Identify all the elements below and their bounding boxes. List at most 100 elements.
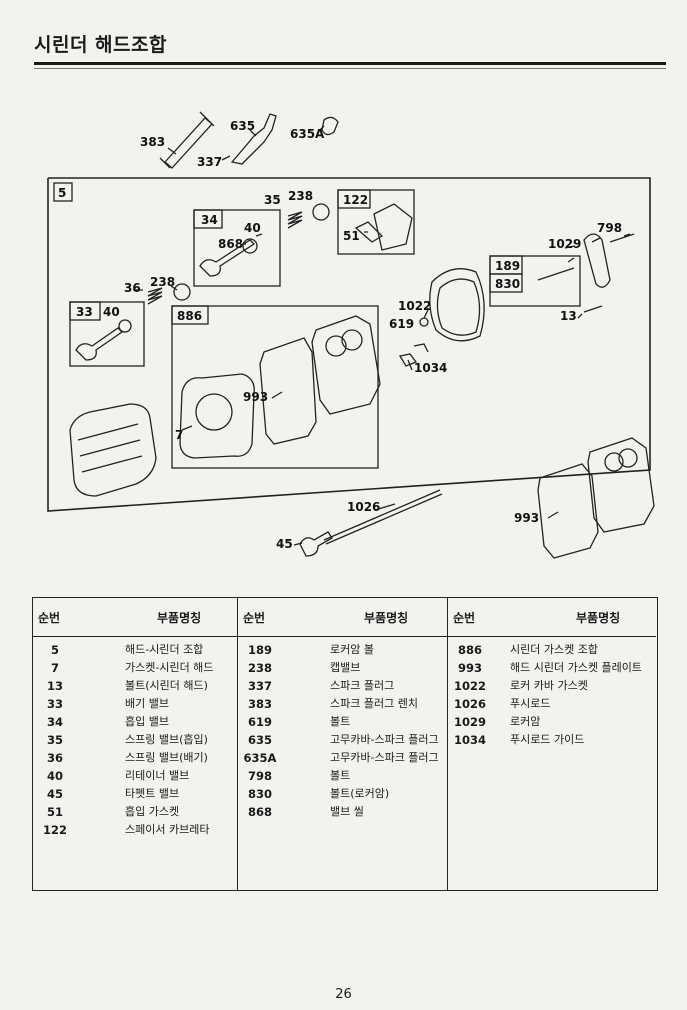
callout-189: 189 bbox=[495, 259, 520, 273]
callout-993b: 993 bbox=[514, 511, 539, 525]
callout-1026: 1026 bbox=[347, 500, 380, 514]
part-number: 635 bbox=[247, 733, 272, 747]
part-number: 868 bbox=[247, 805, 272, 819]
part-name: 흡입 가스켓 bbox=[125, 805, 180, 818]
table-row: 798 볼트 bbox=[238, 767, 447, 785]
part-number: 830 bbox=[247, 787, 272, 801]
page-number: 26 bbox=[335, 987, 352, 1002]
title-rule bbox=[34, 62, 666, 65]
callout-798: 798 bbox=[597, 221, 622, 235]
part-name: 볼트(시린더 해드) bbox=[125, 679, 208, 692]
part-name: 볼트 bbox=[330, 769, 351, 782]
rocker-cover-gasket-drawing bbox=[429, 268, 485, 342]
part-name: 해드-시린더 조합 bbox=[125, 643, 204, 656]
part-name: 스파크 플러그 bbox=[330, 679, 395, 692]
header-name: 부품명칭 bbox=[364, 611, 409, 625]
part-name: 스파크 플러그 렌치 bbox=[330, 697, 418, 710]
callout-13: 13 bbox=[560, 309, 577, 323]
part-name: 고무카바-스파크 플러그 bbox=[330, 751, 439, 764]
part-number: 45 bbox=[46, 787, 63, 801]
callout-34: 34 bbox=[201, 213, 218, 227]
part-number: 1026 bbox=[453, 697, 486, 711]
box-33 bbox=[69, 301, 145, 367]
rocker-arm-drawing bbox=[583, 233, 611, 288]
part-name: 스페이서 카브레타 bbox=[125, 823, 210, 836]
part-number: 33 bbox=[46, 697, 63, 711]
table-row: 122 스페이서 카브레타 bbox=[33, 821, 237, 839]
part-name: 볼트 bbox=[330, 715, 351, 728]
rubber-cover-drawing bbox=[321, 116, 339, 136]
part-number: 619 bbox=[247, 715, 272, 729]
table-header: 순번 부품명칭 bbox=[33, 598, 237, 636]
part-number: 122 bbox=[42, 823, 67, 837]
callout-122: 122 bbox=[343, 193, 368, 207]
part-number: 40 bbox=[46, 769, 63, 783]
callout-868: 868 bbox=[218, 237, 243, 251]
table-header: 순번 부품명칭 bbox=[448, 598, 657, 636]
callout-635A: 635A bbox=[290, 127, 325, 141]
callout-1022: 1022 bbox=[398, 299, 431, 313]
callout-35: 35 bbox=[264, 193, 281, 207]
callout-5: 5 bbox=[58, 186, 66, 200]
callout-1029: 1029 bbox=[548, 237, 581, 251]
table-row: 619 볼트 bbox=[238, 713, 447, 731]
part-number: 36 bbox=[46, 751, 63, 765]
spark-plug-wrench-drawing bbox=[159, 111, 215, 169]
callout-830: 830 bbox=[495, 277, 520, 291]
assembly-outline bbox=[47, 177, 651, 512]
part-number: 5 bbox=[50, 643, 59, 657]
spring-36-drawing bbox=[147, 287, 163, 305]
header-number: 순번 bbox=[38, 611, 61, 625]
part-number: 886 bbox=[457, 643, 482, 657]
header-number: 순번 bbox=[243, 611, 266, 625]
part-name: 밸브 씰 bbox=[330, 805, 364, 818]
table-row: 337 스파크 플러그 bbox=[238, 677, 447, 695]
part-name: 볼트(로커암) bbox=[330, 787, 390, 800]
tappet-drawing bbox=[299, 531, 333, 557]
part-name: 로커 카바 가스켓 bbox=[510, 679, 588, 692]
title-rule-thin bbox=[34, 68, 666, 69]
part-name: 해드 시린더 가스켓 플레이트 bbox=[510, 661, 642, 674]
header-underline bbox=[238, 636, 447, 637]
part-name: 캡밸브 bbox=[330, 661, 361, 674]
part-number: 383 bbox=[247, 697, 272, 711]
callout-238a: 238 bbox=[288, 189, 313, 203]
cylinder-head-drawing bbox=[69, 403, 157, 497]
column-divider bbox=[237, 598, 238, 890]
callout-635: 635 bbox=[230, 119, 255, 133]
exhaust-valve-drawing bbox=[75, 327, 124, 361]
part-name: 로커암 bbox=[510, 715, 541, 728]
callout-993a: 993 bbox=[243, 390, 268, 404]
part-number: 1022 bbox=[453, 679, 486, 693]
callout-33: 33 bbox=[76, 305, 93, 319]
callout-36: 36 bbox=[124, 281, 141, 295]
part-name: 가스켓-시린더 해드 bbox=[125, 661, 214, 674]
part-number: 635A bbox=[243, 751, 277, 765]
gasket-plate-drawing bbox=[311, 315, 381, 415]
part-number: 189 bbox=[247, 643, 272, 657]
table-row: 1022 로커 카바 가스켓 bbox=[448, 677, 657, 695]
plate-993a-drawing bbox=[259, 337, 317, 445]
callout-383: 383 bbox=[140, 135, 165, 149]
header-underline bbox=[33, 636, 237, 637]
part-number: 337 bbox=[247, 679, 272, 693]
callout-1034: 1034 bbox=[414, 361, 447, 375]
pushrod-drawing bbox=[323, 489, 443, 545]
part-number: 1034 bbox=[453, 733, 486, 747]
part-number: 798 bbox=[247, 769, 272, 783]
part-name: 시린더 가스켓 조합 bbox=[510, 643, 598, 656]
